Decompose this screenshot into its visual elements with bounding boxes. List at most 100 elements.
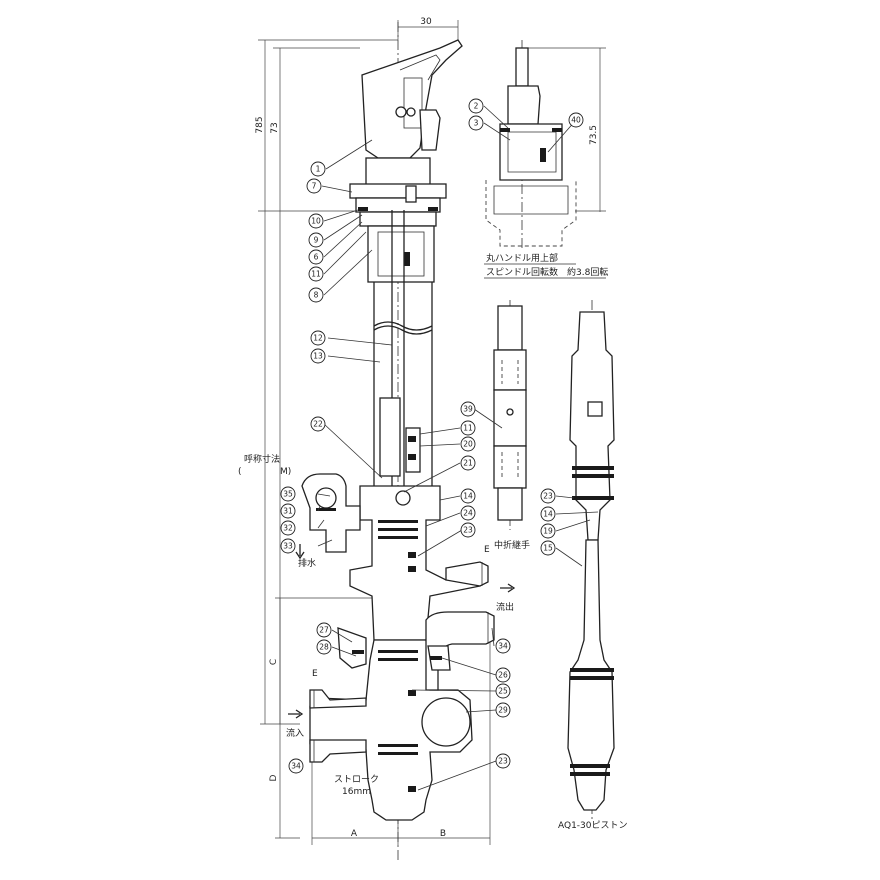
callout-number: 25 [498, 687, 508, 696]
callout-circle [540, 488, 556, 504]
label-stroke-1: ストローク [334, 774, 379, 785]
callout-number: 14 [463, 492, 473, 501]
callout-26: 26 [495, 667, 511, 683]
callout-circle [310, 161, 326, 177]
callout-number: 28 [319, 643, 329, 652]
callout-circle [288, 758, 304, 774]
callout-circle [460, 522, 476, 538]
callout-number: 32 [283, 524, 293, 533]
callout-circle [495, 683, 511, 699]
callout-number: 23 [543, 492, 553, 501]
callout-11: 11 [460, 420, 476, 436]
round-handle-upper-view [485, 47, 577, 247]
callout-number: 29 [498, 706, 508, 715]
callout-number: 19 [543, 527, 553, 536]
callout-20: 20 [460, 436, 476, 452]
annotation-texts: 丸ハンドル用上部 スピンドル回転数 約3.8回転 中折継手 AQ1-30ピストン… [286, 252, 628, 831]
callout-circle [460, 488, 476, 504]
label-piston: AQ1-30ピストン [558, 820, 628, 831]
callout-8: 8 [308, 287, 324, 303]
callout-21: 21 [460, 455, 476, 471]
callout-circle [280, 538, 296, 554]
callout-circle [495, 667, 511, 683]
flow-arrows [288, 544, 516, 719]
middle-joint-view [493, 305, 527, 521]
callout-number: 26 [498, 671, 508, 680]
callout-34: 34 [495, 638, 511, 654]
callout-number: 23 [498, 757, 508, 766]
callout-13: 13 [310, 348, 326, 364]
callout-number: 7 [312, 182, 317, 191]
label-middle-joint: 中折継手 [494, 539, 530, 551]
callout-number: 15 [543, 544, 553, 553]
callout-number: 20 [463, 440, 473, 449]
dimension-texts: 30 785 73 73.5 呼称寸法 ( M) C D A B E E [238, 17, 599, 839]
callout-11: 11 [308, 266, 324, 282]
callout-33: 33 [280, 538, 296, 554]
callout-number: 40 [571, 116, 581, 125]
callout-9: 9 [308, 232, 324, 248]
dim-e-upper: E [484, 545, 490, 555]
callout-number: 11 [311, 270, 321, 279]
callout-2: 2 [468, 98, 484, 114]
callout-circle [316, 622, 332, 638]
callout-34: 34 [288, 758, 304, 774]
callout-circle [280, 520, 296, 536]
callout-12: 12 [310, 330, 326, 346]
callout-14: 14 [540, 506, 556, 522]
callout-number: 1 [316, 165, 321, 174]
callout-35: 35 [280, 486, 296, 502]
callout-circle [460, 436, 476, 452]
callout-7: 7 [306, 178, 322, 194]
callout-15: 15 [540, 540, 556, 556]
callout-14: 14 [460, 488, 476, 504]
callout-circle [308, 249, 324, 265]
callout-24: 24 [460, 505, 476, 521]
callout-number: 22 [313, 420, 323, 429]
main-valve-body [301, 39, 495, 821]
callout-29: 29 [495, 702, 511, 718]
callout-circle [495, 702, 511, 718]
callout-23: 23 [460, 522, 476, 538]
callout-circle [540, 540, 556, 556]
callout-circle [495, 753, 511, 769]
dim-73: 73 [270, 122, 280, 133]
callout-circle [310, 330, 326, 346]
label-round-handle-1: 丸ハンドル用上部 [486, 252, 558, 264]
label-outflow: 流出 [496, 601, 514, 613]
callout-circle [540, 523, 556, 539]
callout-number: 3 [474, 119, 479, 128]
callout-27: 27 [316, 622, 332, 638]
leader-lines [317, 105, 599, 791]
callout-circle [468, 98, 484, 114]
callout-number: 34 [498, 642, 508, 651]
callout-number: 33 [283, 542, 293, 551]
callout-circle [460, 505, 476, 521]
callout-circle [460, 401, 476, 417]
callout-25: 25 [495, 683, 511, 699]
callout-number: 11 [463, 424, 473, 433]
dim-nominal-paren: ( [238, 467, 242, 477]
callout-number: 12 [313, 334, 323, 343]
callout-circle [316, 639, 332, 655]
dim-30: 30 [420, 17, 432, 27]
callout-28: 28 [316, 639, 332, 655]
callout-23: 23 [540, 488, 556, 504]
callout-6: 6 [308, 249, 324, 265]
callout-circle [568, 112, 584, 128]
callout-number: 24 [463, 509, 473, 518]
label-inflow: 流入 [286, 727, 304, 739]
callout-39: 39 [460, 401, 476, 417]
callout-circle [308, 287, 324, 303]
callout-32: 32 [280, 520, 296, 536]
callout-number: 31 [283, 507, 293, 516]
callout-circle [540, 506, 556, 522]
callout-31: 31 [280, 503, 296, 519]
callout-number: 13 [313, 352, 323, 361]
callout-number: 14 [543, 510, 553, 519]
dim-785: 785 [255, 116, 265, 133]
callout-number: 34 [291, 762, 301, 771]
callout-22: 22 [310, 416, 326, 432]
